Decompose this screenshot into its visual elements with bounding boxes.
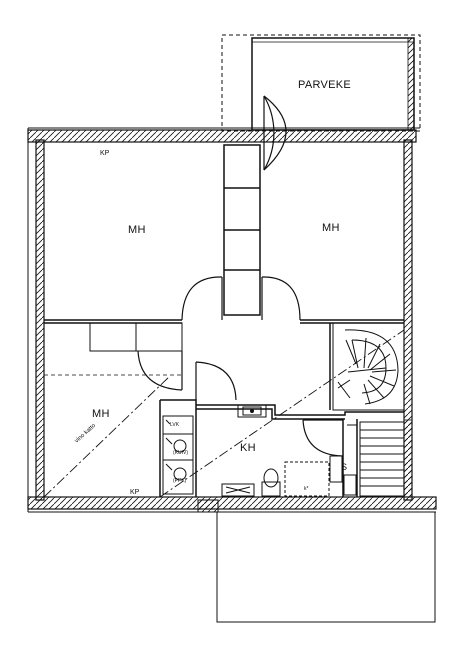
window-frame-right: [403, 419, 413, 498]
label-bedroom-top-right: MH: [322, 222, 340, 234]
door-arcs: [137, 95, 344, 457]
spiral-stairs: [332, 323, 405, 411]
bathroom-fixtures: [162, 404, 343, 497]
label-ppk: (PPK): [173, 478, 187, 484]
sloped-roof-diagonal: [159, 329, 405, 498]
label-bedroom-bottom-left: MH: [92, 408, 110, 420]
sloped-roof-line: [43, 375, 171, 498]
label-floor-drain: k*: [304, 486, 309, 492]
label-kuiv: (KUIV): [173, 450, 188, 456]
label-closet-bottom: KP: [130, 489, 140, 496]
label-closet-top: KP: [100, 150, 110, 157]
label-bathroom: KH: [240, 442, 256, 454]
label-lvk: LVK: [170, 422, 180, 428]
label-bedroom-top-left: MH: [128, 224, 146, 236]
sauna-stove: [343, 474, 357, 496]
label-sauna: S: [341, 462, 348, 472]
wardrobe-left: [89, 322, 183, 352]
balcony-bottom: [197, 499, 436, 623]
interior-walls: [44, 144, 404, 497]
label-balcony: PARVEKE: [298, 79, 352, 91]
